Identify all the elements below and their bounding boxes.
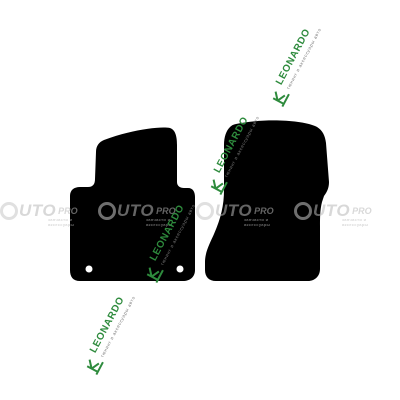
leonardo-logo-icon bbox=[272, 91, 290, 108]
left-mat-grommet-2 bbox=[176, 265, 184, 273]
leonardo-watermark-1: LEONARDO тюнинг и аксессуары авто bbox=[262, 19, 340, 117]
autopro-tagline: запчасти и аксессуары bbox=[146, 217, 173, 227]
autopro-tagline: запчасти и аксессуары bbox=[244, 217, 271, 227]
autopro-brand-suffix: PRO bbox=[156, 206, 176, 216]
leonardo-watermark-3: LEONARDO тюнинг и аксессуары авто bbox=[136, 195, 214, 293]
autopro-logo-icon bbox=[0, 202, 18, 220]
autopro-brand-suffix: PRO bbox=[58, 206, 78, 216]
autopro-brand-main: UTO bbox=[215, 201, 253, 220]
autopro-brand-suffix: PRO bbox=[254, 206, 274, 216]
leonardo-logo-icon bbox=[210, 179, 228, 196]
left-floor-mat bbox=[70, 127, 195, 281]
right-floor-mat bbox=[205, 120, 329, 281]
left-mat-grommet-1 bbox=[85, 265, 93, 273]
autopro-tagline: запчасти и аксессуары bbox=[342, 217, 369, 227]
autopro-watermark-4: UTO PRO запчасти и аксессуары bbox=[294, 198, 372, 227]
autopro-brand-main: UTO bbox=[313, 201, 351, 220]
autopro-brand-main: UTO bbox=[117, 201, 155, 220]
autopro-logo-icon bbox=[294, 202, 312, 220]
autopro-logo-icon bbox=[196, 202, 214, 220]
leonardo-logo-icon bbox=[146, 267, 164, 284]
autopro-watermark-1: UTO PRO запчасти и аксессуары bbox=[0, 198, 78, 227]
leonardo-watermark-4: LEONARDO тюнинг и аксессуары авто bbox=[76, 287, 154, 385]
autopro-brand-main: UTO bbox=[19, 201, 57, 220]
autopro-watermark-2: UTO PRO запчасти и аксессуары bbox=[98, 198, 176, 227]
leonardo-logo-icon bbox=[86, 359, 104, 376]
autopro-watermark-3: UTO PRO запчасти и аксессуары bbox=[196, 198, 274, 227]
autopro-logo-icon bbox=[98, 202, 116, 220]
autopro-brand-suffix: PRO bbox=[352, 206, 372, 216]
autopro-tagline: запчасти и аксессуары bbox=[48, 217, 75, 227]
leonardo-watermark-2: LEONARDO тюнинг и аксессуары авто bbox=[200, 107, 278, 205]
